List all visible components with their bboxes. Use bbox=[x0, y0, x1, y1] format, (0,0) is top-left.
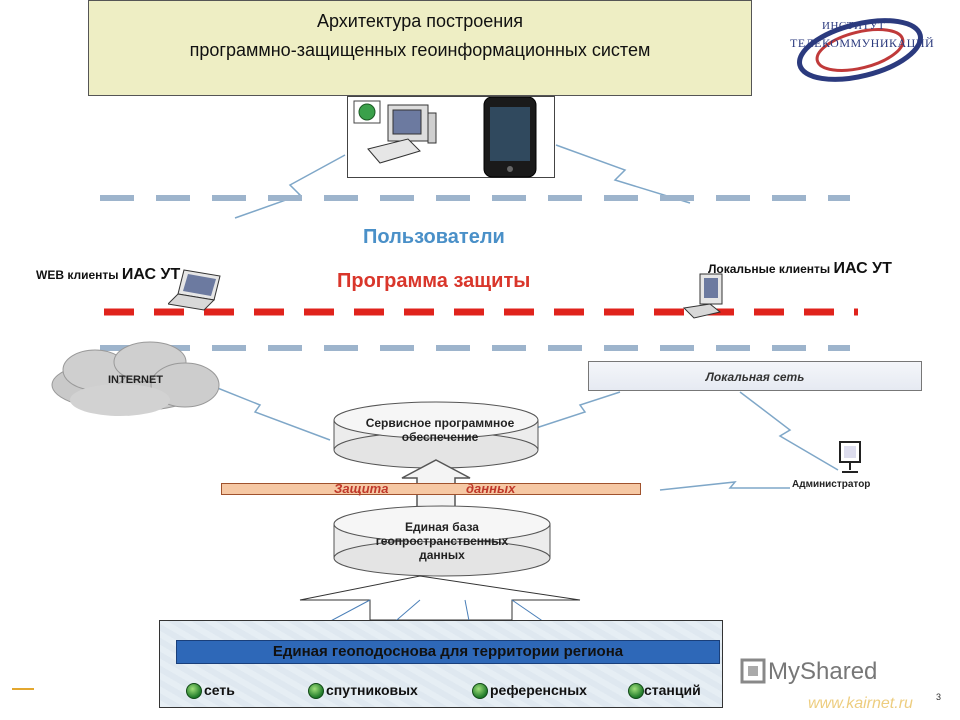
laptop-icon bbox=[168, 269, 221, 311]
monitor-icon bbox=[682, 273, 723, 319]
geo-foundation-banner: Единая геоподоснова для территории регио… bbox=[176, 640, 720, 664]
station-label-2: спутниковых bbox=[326, 682, 418, 698]
globe-icon bbox=[472, 683, 488, 699]
protection-word-1: Защита bbox=[334, 481, 389, 496]
users-label: Пользователи bbox=[363, 226, 505, 248]
footer-url: www.kairnet.ru bbox=[808, 695, 913, 712]
station-label-1: сеть bbox=[204, 682, 235, 698]
geobase-line-1: Единая база bbox=[405, 520, 479, 534]
geobase-line-2: геопространственных bbox=[375, 534, 509, 548]
service-software-line-2: обеспечение bbox=[401, 430, 479, 444]
link-localnet-admin bbox=[739, 391, 839, 471]
local-clients-label: Локальные клиенты ИАС УТ bbox=[708, 260, 892, 278]
station-label-3: референсных bbox=[490, 682, 587, 698]
institute-logo: ИНСТИТУТ ТЕЛЕКОММУНИКАЦИЙ bbox=[790, 14, 960, 84]
desktop-computer-icon bbox=[367, 104, 437, 164]
link-devices-right bbox=[555, 144, 691, 204]
smartphone-icon bbox=[483, 96, 537, 178]
logo-line-2: ТЕЛЕКОММУНИКАЦИЙ bbox=[790, 36, 935, 50]
link-internet-service bbox=[209, 384, 331, 441]
title-line-2: программно-защищенных геоинформационных … bbox=[189, 40, 651, 60]
globe-icon bbox=[186, 683, 202, 699]
internet-label: INTERNET bbox=[108, 374, 163, 386]
logo-line-1: ИНСТИТУТ bbox=[822, 20, 886, 32]
local-network-box: Локальная сеть bbox=[588, 361, 922, 391]
myshared-watermark: MyShared bbox=[768, 658, 878, 685]
title-line-1: Архитектура построения bbox=[316, 11, 524, 31]
web-clients-label: WEB клиенты ИАС УТ bbox=[36, 266, 180, 284]
globe-icon bbox=[353, 100, 381, 124]
service-software-line-1: Сервисное программное bbox=[365, 416, 515, 430]
administrator-label: Администратор bbox=[792, 479, 871, 490]
station-label-4: станций bbox=[644, 682, 701, 698]
service-software-label: Сервисное программное обеспечение bbox=[338, 416, 542, 444]
admin-monitor-icon bbox=[839, 441, 861, 473]
link-admin-protection bbox=[659, 481, 790, 491]
data-protection-band bbox=[221, 483, 641, 495]
geobase-cylinder bbox=[333, 505, 551, 577]
link-localnet-service bbox=[535, 391, 621, 429]
page-number: 3 bbox=[936, 692, 942, 702]
myshared-logo-icon bbox=[740, 658, 766, 684]
link-devices-left bbox=[234, 154, 346, 219]
title-box: Архитектура построения программно-защище… bbox=[88, 0, 752, 96]
web-clients-prefix: WEB клиенты bbox=[36, 268, 119, 282]
local-clients-prefix: Локальные клиенты bbox=[708, 262, 831, 276]
service-software-cylinder bbox=[333, 401, 539, 469]
user-devices-box bbox=[347, 96, 555, 178]
cloud-icon bbox=[51, 341, 220, 416]
geobase-callout bbox=[299, 575, 581, 621]
protection-word-2: данных bbox=[466, 481, 516, 496]
footer-accent-line bbox=[12, 688, 34, 690]
geobase-line-3: данных bbox=[419, 548, 465, 562]
protection-program-label: Программа защиты bbox=[337, 270, 531, 292]
globe-icon bbox=[308, 683, 324, 699]
logo-ellipse-icon bbox=[797, 18, 923, 82]
local-clients-system: ИАС УТ bbox=[833, 260, 892, 277]
devices-illustration bbox=[353, 96, 537, 178]
web-clients-system: ИАС УТ bbox=[121, 266, 181, 283]
globe-icon bbox=[628, 683, 644, 699]
geobase-label: Единая база геопространственных данных bbox=[334, 520, 550, 562]
